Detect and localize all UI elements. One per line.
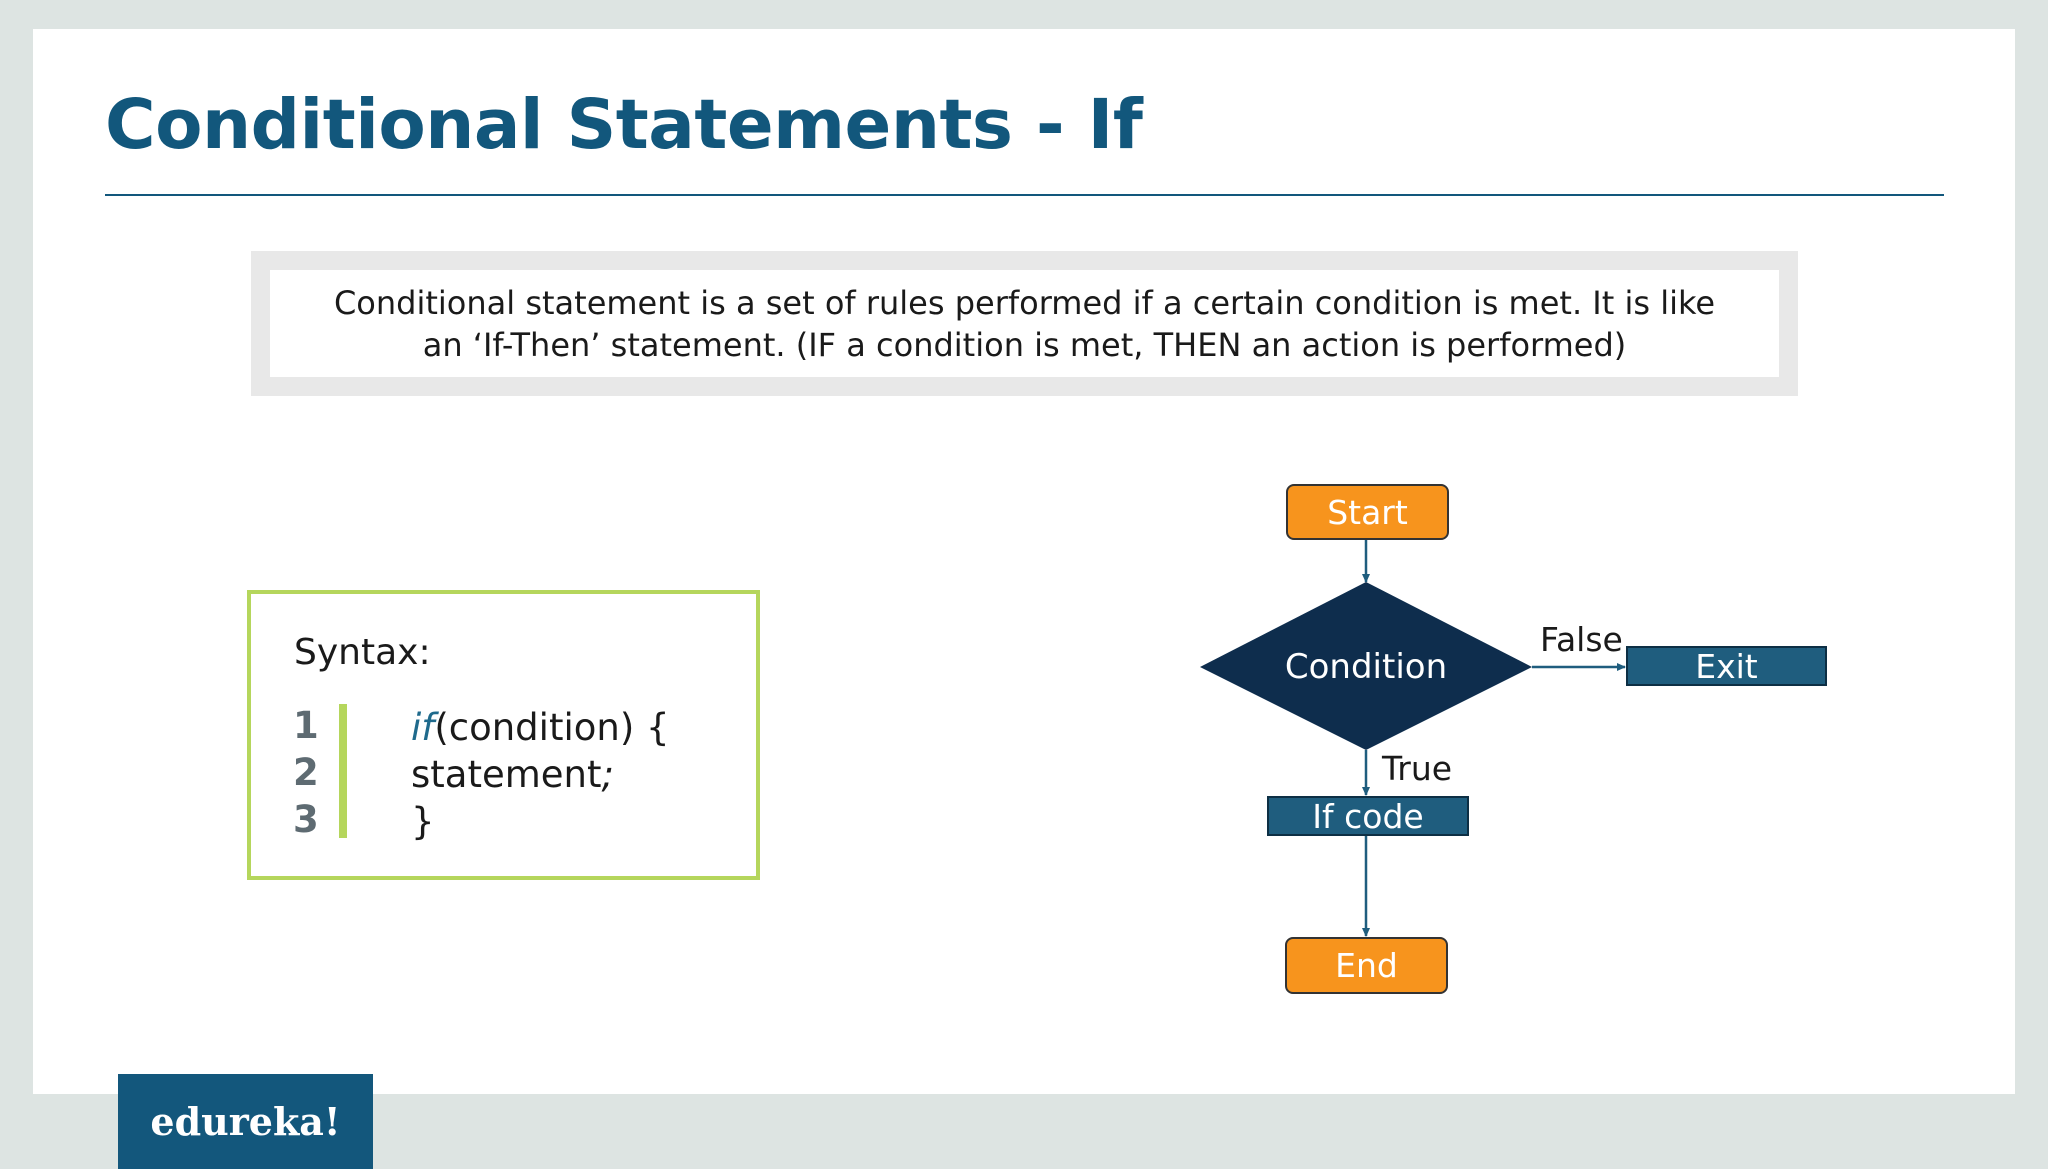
start-node: Start [1286,484,1449,540]
line-number: 1 [293,704,319,747]
title-divider [105,194,1944,196]
exit-node: Exit [1626,646,1827,686]
condition-node-label: Condition [1284,647,1448,687]
code-line: statement; [411,751,670,798]
line-number: 2 [293,751,319,794]
code-block: if(condition) { statement; } [411,704,670,845]
code-line: if(condition) { [411,704,670,751]
definition-box: Conditional statement is a set of rules … [251,251,1798,396]
code-semicolon: ; [601,753,614,796]
false-label: False [1540,620,1623,659]
line-number: 3 [293,798,319,841]
code-text: } [411,800,435,843]
condition-diamond [1200,582,1532,750]
code-line: } [411,798,670,845]
true-label: True [1382,749,1453,788]
code-text: statement [411,753,602,796]
end-node: End [1285,937,1448,994]
slide-title: Conditional Statements - If [105,85,1143,165]
logo-text: edureka! [150,1099,341,1144]
line-numbers: 1 2 3 [293,702,319,843]
code-text: (condition) { [434,706,670,749]
syntax-label: Syntax: [294,632,431,673]
code-gutter-bar [339,704,347,838]
syntax-box: Syntax: 1 2 3 if(condition) { statement;… [247,590,760,880]
slide [33,29,2015,1094]
code-keyword: if [411,706,435,749]
edureka-logo: edureka! [118,1074,373,1169]
definition-text: Conditional statement is a set of rules … [333,283,1716,364]
definition-inner: Conditional statement is a set of rules … [270,270,1779,377]
if-code-node: If code [1267,796,1469,836]
